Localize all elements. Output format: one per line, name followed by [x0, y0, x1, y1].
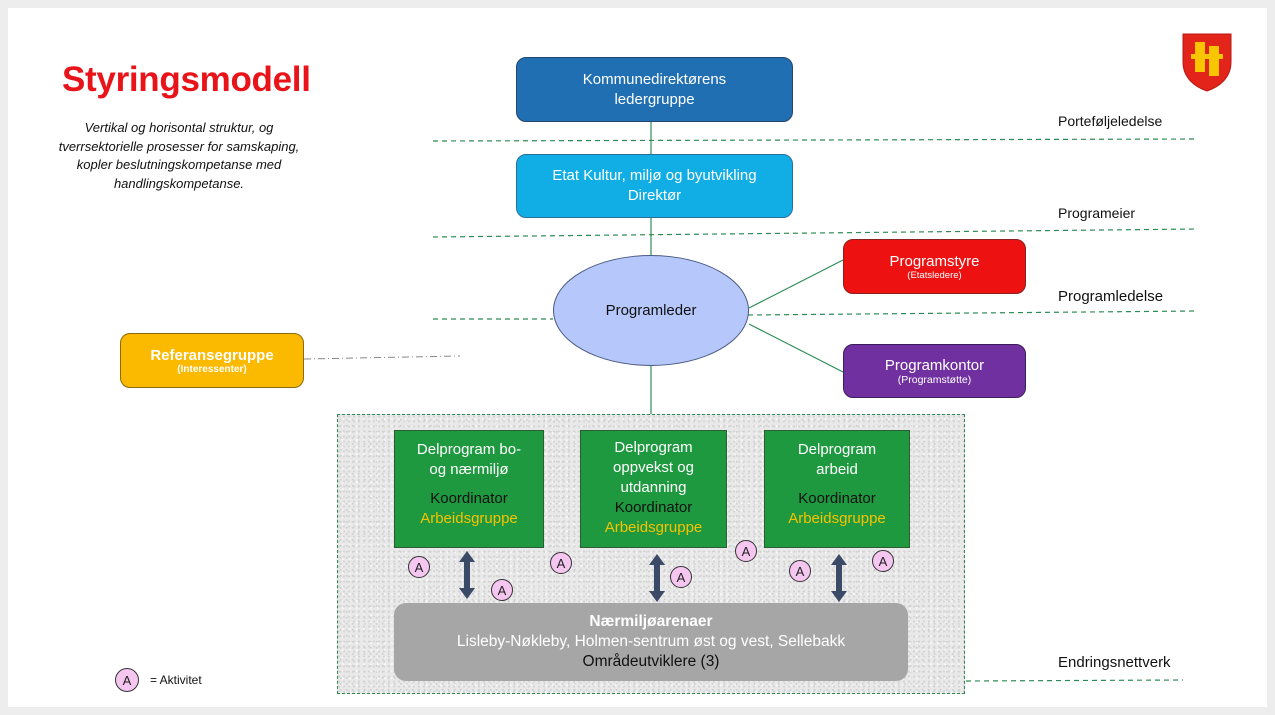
subprogram-coordinator: Koordinator	[614, 499, 693, 516]
program-board-node[interactable]: Programstyre (Etatsledere)	[843, 239, 1026, 294]
activity-badge: A	[735, 540, 757, 562]
page-title: Styringsmodell	[62, 60, 311, 99]
activity-badge: A	[408, 556, 430, 578]
subprogram-name: Delprogram arbeid	[797, 441, 877, 478]
subprogram-coordinator: Koordinator	[798, 490, 876, 507]
double-arrow-icon	[831, 554, 847, 602]
program-office-title: Programkontor	[884, 356, 985, 374]
level-label-management: Programledelse	[1058, 288, 1164, 305]
shield-crest-icon	[1182, 33, 1232, 92]
neighbourhood-arenas-node[interactable]: Nærmiljøarenaer Lisleby-Nøkleby, Holmen-…	[394, 603, 908, 681]
activity-badge: A	[491, 579, 513, 601]
slide: Styringsmodell Vertikal og horisontal st…	[8, 8, 1267, 707]
level-divider-network	[965, 679, 1184, 682]
program-board-subtitle: (Etatsledere)	[907, 269, 962, 281]
subprogram-education[interactable]: Delprogram oppvekst og utdanning Koordin…	[580, 430, 727, 548]
level-label-network: Endringsnettverk	[1058, 654, 1171, 671]
arenas-places: Lisleby-Nøkleby, Holmen-sentrum øst og v…	[456, 633, 846, 650]
subprogram-housing[interactable]: Delprogram bo- og nærmiljø Koordinator A…	[394, 430, 544, 548]
subprogram-workgroup: Arbeidsgruppe	[604, 519, 703, 536]
department-node[interactable]: Etat Kultur, miljø og byutvikling Direkt…	[516, 154, 793, 218]
program-board-title: Programstyre	[889, 252, 980, 270]
arenas-title: Nærmiljøarenaer	[589, 613, 713, 630]
connector-leader-board	[748, 259, 844, 309]
subprogram-workgroup: Arbeidsgruppe	[788, 510, 886, 527]
program-leader-label: Programleder	[605, 302, 697, 319]
program-office-node[interactable]: Programkontor (Programstøtte)	[843, 344, 1026, 398]
subprogram-coordinator: Koordinator	[430, 490, 508, 507]
department-name-label: Etat Kultur, miljø og byutvikling	[552, 167, 757, 184]
connector-leader-office	[748, 323, 844, 373]
activity-badge: A	[789, 560, 811, 582]
reference-group-node[interactable]: Referansegruppe (Interessenter)	[120, 333, 304, 388]
executive-group-node[interactable]: Kommunedirektørens ledergruppe	[516, 57, 793, 122]
double-arrow-icon	[649, 554, 665, 602]
legend-activity-label: = Aktivitet	[150, 673, 202, 687]
reference-group-title: Referansegruppe	[150, 346, 274, 364]
arenas-developers: Områdeutviklere (3)	[582, 653, 720, 670]
reference-group-subtitle: (Interessenter)	[177, 363, 247, 375]
program-leader-node[interactable]: Programleder	[553, 255, 749, 366]
executive-group-label: Kommunedirektørens ledergruppe	[582, 70, 727, 108]
double-arrow-icon	[459, 551, 475, 599]
activity-badge: A	[550, 552, 572, 574]
program-office-subtitle: (Programstøtte)	[897, 373, 972, 386]
activity-badge: A	[872, 550, 894, 572]
activity-badge: A	[670, 566, 692, 588]
subprogram-name: Delprogram bo- og nærmiljø	[416, 441, 522, 478]
legend-activity-badge: A	[115, 668, 139, 692]
subprogram-work[interactable]: Delprogram arbeid Koordinator Arbeidsgru…	[764, 430, 910, 548]
subprogram-workgroup: Arbeidsgruppe	[420, 510, 518, 527]
subprogram-name: Delprogram oppvekst og utdanning	[613, 439, 694, 496]
page-subtitle: Vertikal og horisontal struktur, og tver…	[58, 120, 300, 191]
level-label-owner: Programeier	[1058, 205, 1136, 221]
connector-lines	[303, 122, 1199, 682]
connector-reference	[303, 355, 461, 360]
level-divider-owner	[432, 228, 1199, 238]
level-divider-management-right	[747, 310, 1199, 316]
level-label-portfolio: Porteføljeledelse	[1058, 113, 1163, 129]
department-director-label: Direktør	[627, 187, 682, 204]
level-divider-portfolio	[432, 138, 1199, 142]
